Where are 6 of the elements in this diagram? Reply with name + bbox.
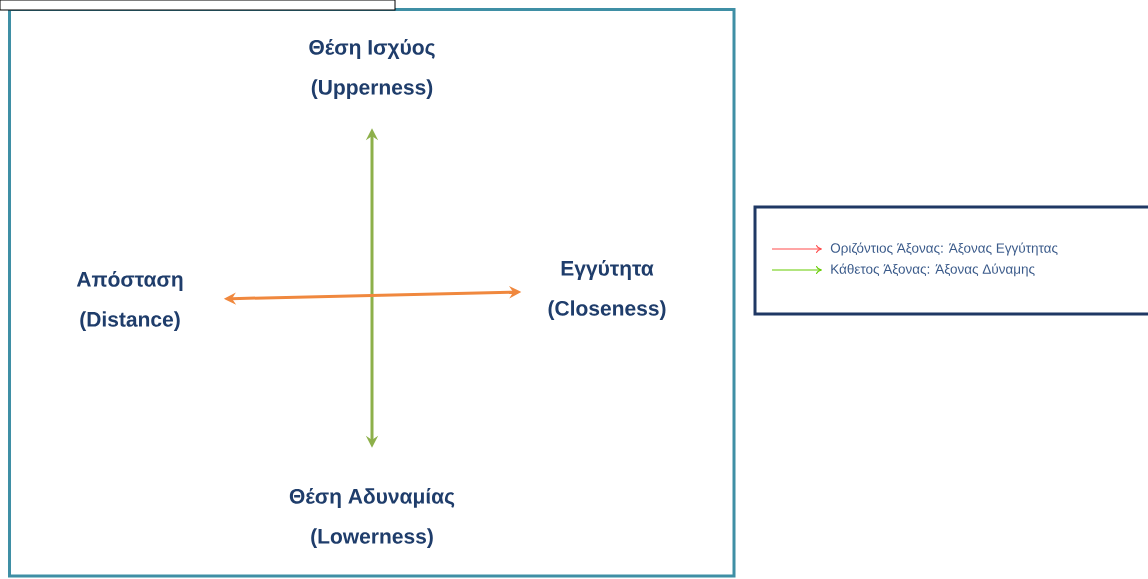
axis-label: Απόσταση (Distance) [76,271,183,331]
axis-label: Εγγύτητα (Closeness) [548,260,666,320]
axis-label: Θέση Ισχύος (Upperness) [309,39,435,99]
legend-text: Οριζόντιος Άξονας: Άξονας Εγγύτητας [830,242,1058,256]
legend-text: Κάθετος Άξονας: Άξονας Δύναμης [831,263,1035,277]
axis-label: Θέση Αδυναμίας (Lowerness) [289,488,455,548]
